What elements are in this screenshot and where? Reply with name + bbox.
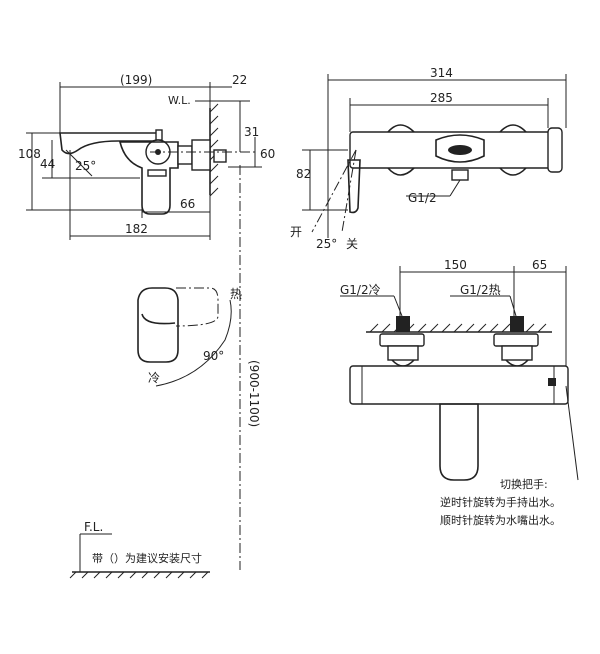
inlet-label: G1/2 — [408, 191, 437, 205]
floor-label: F.L. — [84, 520, 103, 534]
fitting-left-bottom — [387, 167, 415, 176]
handle-rotation-view: 热 冷 90° — [137, 287, 242, 387]
footnote: 带（）为建议安装尺寸 — [92, 551, 202, 565]
faucet-body — [118, 141, 179, 215]
close-direction — [341, 149, 357, 233]
side-handle — [347, 159, 361, 214]
dim-82: 82 — [296, 167, 311, 181]
cold-connector — [391, 359, 415, 367]
floor: F.L. 带（）为建议安装尺寸 — [69, 520, 210, 579]
angle-25-left: 25° — [75, 159, 96, 173]
center-recess — [435, 134, 485, 163]
wl-label: W.L. — [168, 94, 191, 107]
dim-150: 150 — [444, 258, 467, 272]
hot-inlet-label: G1/2热 — [460, 283, 501, 297]
cold-label: 冷 — [148, 371, 160, 385]
fitting-right-top — [499, 124, 527, 133]
cold-inlet-pipe — [396, 316, 410, 332]
dim-31: 31 — [244, 125, 259, 139]
dim-44: 44 — [40, 157, 55, 171]
hot-connector — [505, 359, 529, 367]
diverter-handle-mark — [548, 378, 556, 386]
escutcheon — [191, 139, 211, 171]
inlet-nut — [213, 149, 227, 163]
rotation-arc — [155, 299, 232, 387]
note-line-2: 逆时针旋转为手持出水。 — [440, 495, 561, 509]
hot-nut — [501, 345, 533, 361]
close-label: 关 — [346, 237, 358, 251]
open-label: 开 — [290, 225, 302, 239]
notes-block: 切换把手: 逆时针旋转为手持出水。 顺时针旋转为水嘴出水。 — [440, 477, 561, 527]
center-knob — [448, 145, 472, 155]
knob-stem — [155, 129, 163, 141]
front-view: 150 65 G1/2冷 G1/2热 — [340, 258, 579, 481]
height-range: (900-1100) — [247, 360, 261, 427]
hot-label: 热 — [230, 287, 242, 301]
body-end-cap — [547, 127, 563, 173]
hot-inlet-pipe — [510, 316, 524, 332]
outlet-fitting — [451, 169, 469, 181]
fitting-right-bottom — [499, 167, 527, 176]
cold-nut — [387, 345, 419, 361]
dim-314: 314 — [430, 66, 453, 80]
outlet-thread — [147, 169, 167, 177]
height-dimension: (900-1100) — [239, 165, 261, 570]
side-view: (199) 22 W.L. 31 60 108 44 25° 66 — [18, 73, 275, 240]
note-line-3: 顺时针旋转为水嘴出水。 — [440, 513, 561, 527]
cold-inlet-label: G1/2冷 — [340, 283, 381, 297]
angle-25-right: 25° — [316, 237, 337, 251]
front-outlet — [439, 403, 479, 481]
dim-60: 60 — [260, 147, 275, 161]
handle-hot-position — [175, 287, 219, 327]
hot-escutcheon — [493, 333, 539, 347]
dim-22: 22 — [232, 73, 247, 87]
handle-cold-position — [137, 287, 179, 363]
dim-65: 65 — [532, 258, 547, 272]
dim-66: 66 — [180, 197, 195, 211]
top-view: 314 285 82 G1/2 开 25° 关 — [290, 66, 567, 251]
angle-90: 90° — [203, 349, 224, 363]
dim-285: 285 — [430, 91, 453, 105]
spout — [59, 132, 161, 155]
front-mixer-body — [349, 365, 569, 405]
dim-108: 108 — [18, 147, 41, 161]
note-line-1: 切换把手: — [500, 477, 548, 491]
fitting-left-top — [387, 124, 415, 133]
cold-escutcheon — [379, 333, 425, 347]
open-direction — [311, 149, 357, 233]
handle-detail — [141, 313, 176, 325]
dim-199: (199) — [120, 73, 152, 87]
wall-connector — [177, 145, 193, 165]
dim-182: 182 — [125, 222, 148, 236]
